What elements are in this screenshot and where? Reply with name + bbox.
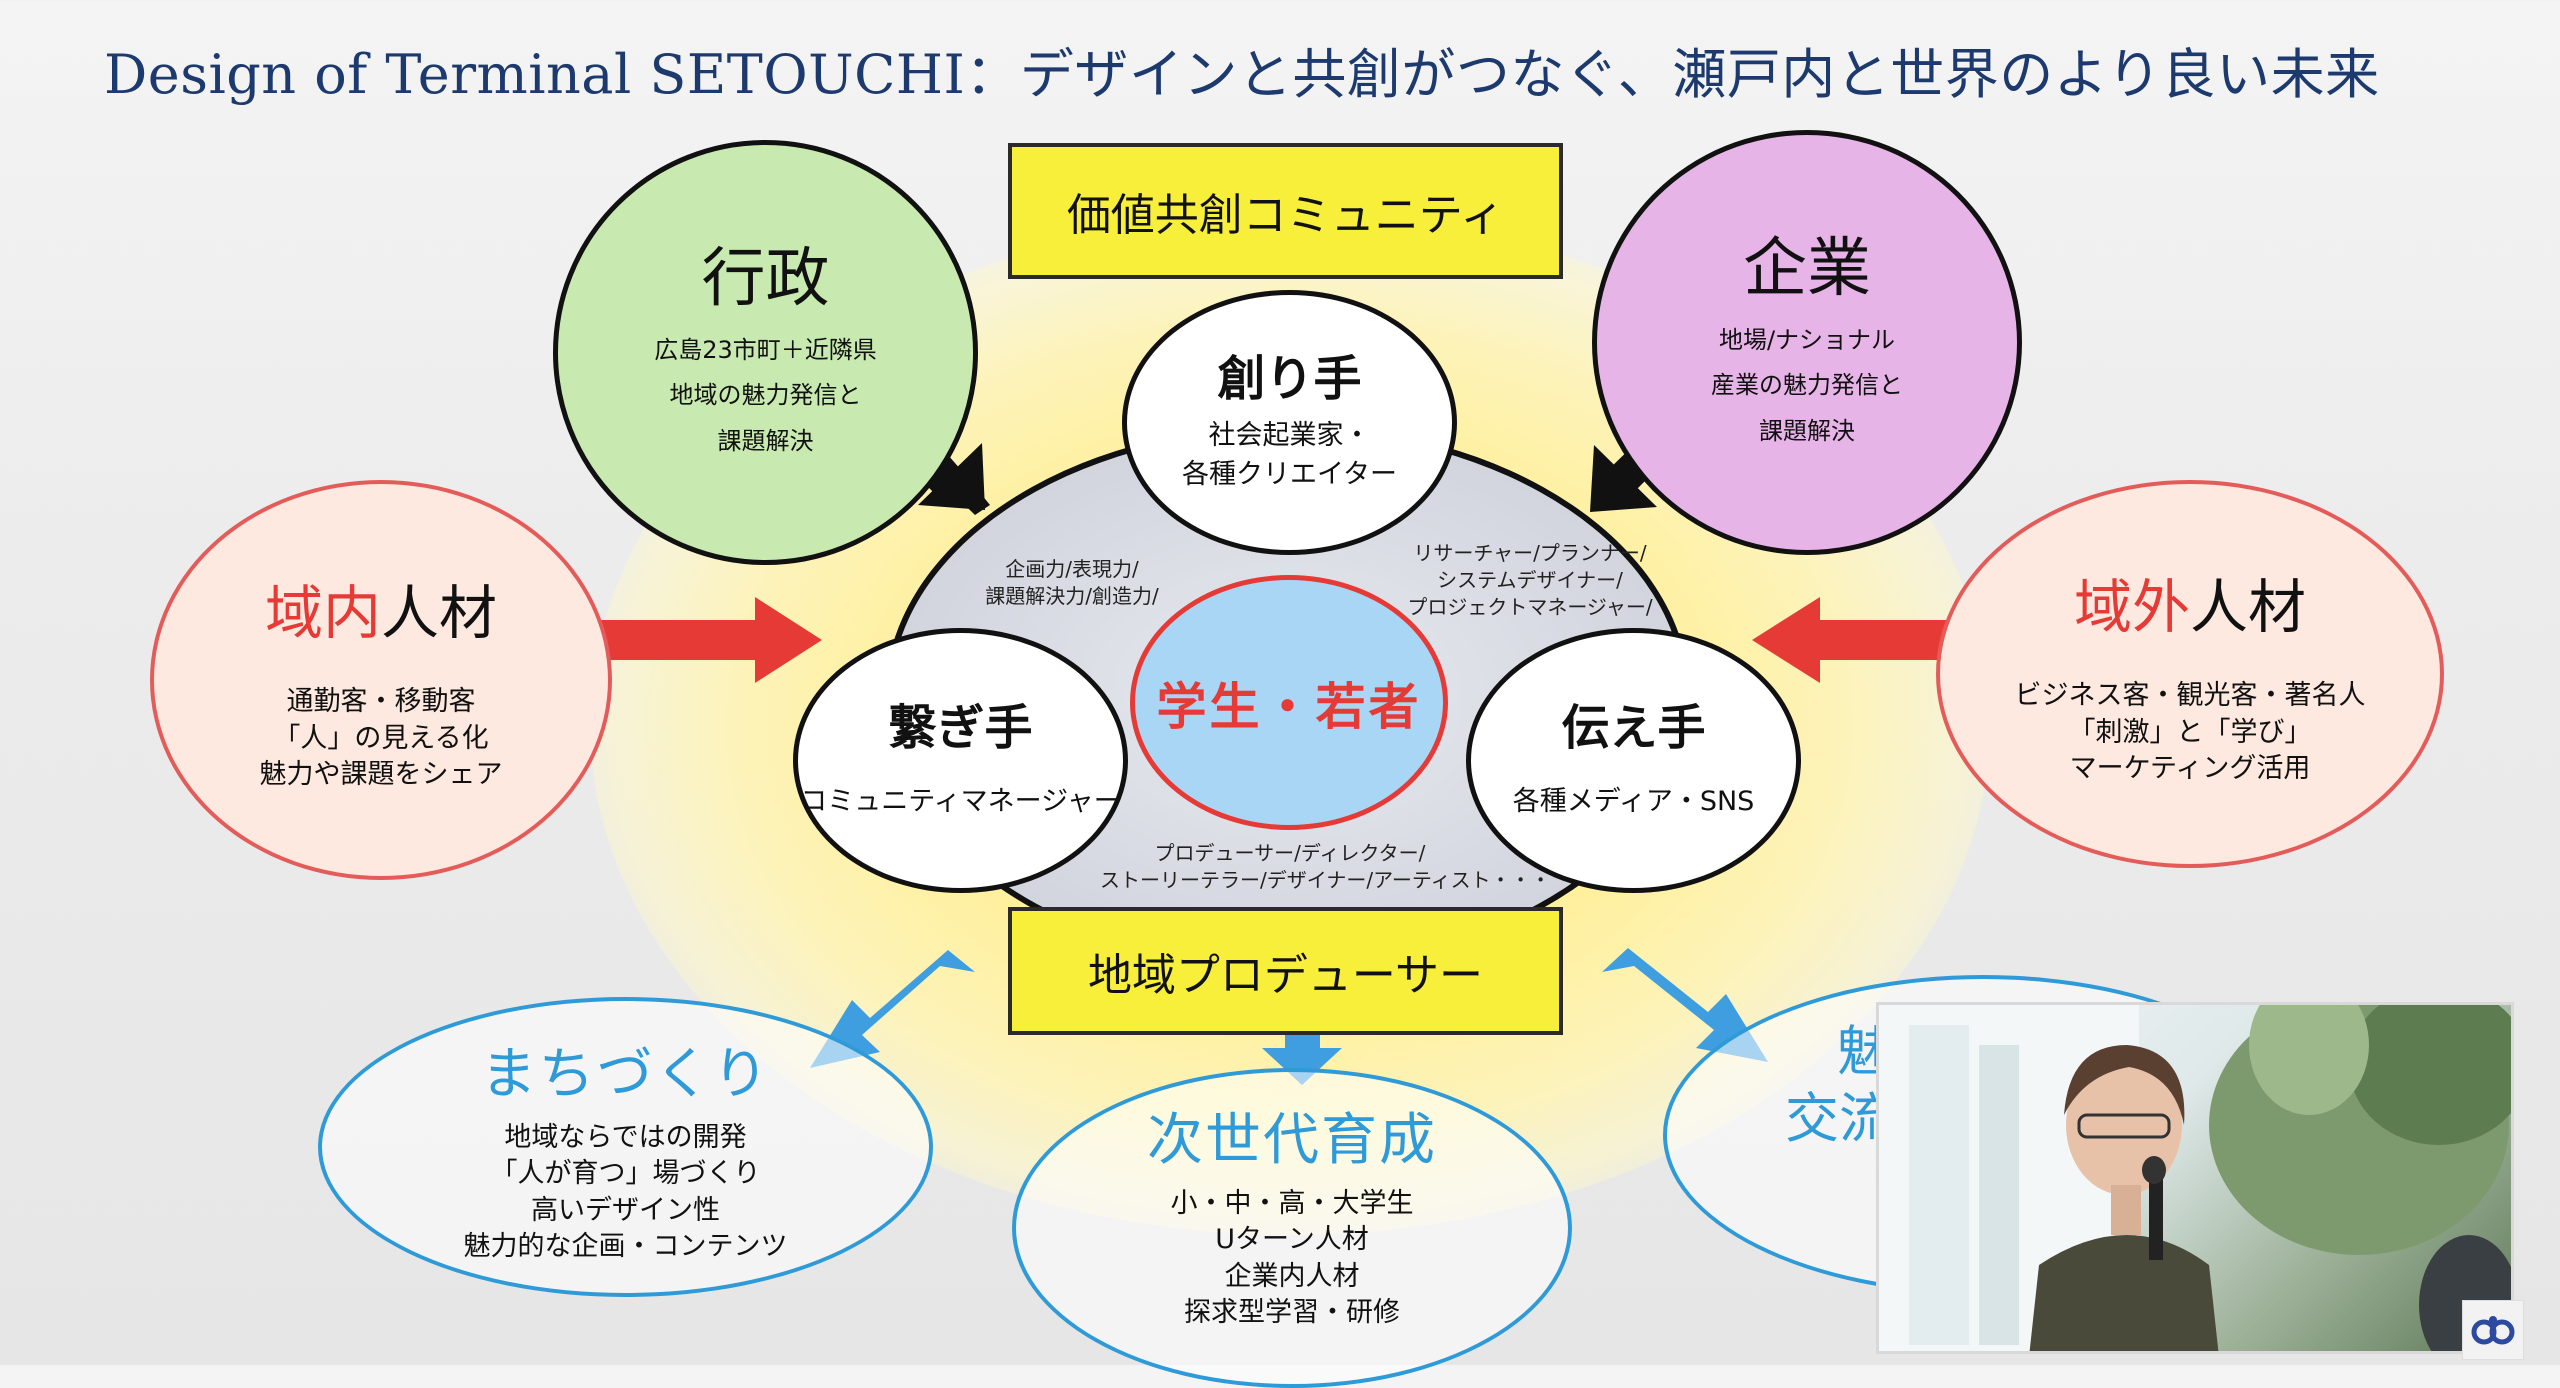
jisedai-line: Uターン人材	[1215, 1224, 1369, 1256]
center-label: 学生・若者	[1156, 677, 1422, 736]
ikinai-circle: 域内人材 通勤客・移動客 「人」の見える化 魅力や課題をシェア	[150, 480, 612, 880]
tsunagite-circle: 繋ぎ手 コミュニティマネージャー	[793, 628, 1128, 893]
jisedai-line: 探求型学習・研修	[1184, 1296, 1400, 1328]
skills-right-line: システムデザイナー/	[1437, 568, 1623, 592]
kigyo-title: 企業	[1743, 231, 1871, 306]
arrow-jisedai-icon	[1262, 1028, 1342, 1085]
skills-left-line: 課題解決力/創造力/	[985, 584, 1159, 608]
kigyo-line: 産業の魅力発信と	[1711, 371, 1903, 400]
arrow-right-icon	[1602, 948, 1768, 1062]
machizukuri-title: まちづくり	[480, 1041, 771, 1107]
arrow-ikigai-icon	[1752, 597, 2012, 683]
tsukurite-circle: 創り手 社会起業家・ 各種クリエイター	[1122, 290, 1457, 555]
speaker-webcam	[1876, 1002, 2514, 1354]
skills-bottom: プロデューサー/ディレクター/ ストーリーテラー/デザイナー/アーティスト・・・	[1100, 840, 1551, 894]
top-box: 価値共創コミュニティ	[1008, 143, 1563, 279]
jisedai-ellipse: 次世代育成 小・中・高・大学生 Uターン人材 企業内人材 探求型学習・研修	[1012, 1068, 1572, 1388]
tsukurite-title: 創り手	[1217, 350, 1362, 407]
arrow-ikinai-icon	[560, 597, 822, 683]
machizukuri-line: 魅力的な企画・コンテンツ	[463, 1230, 788, 1262]
watermark-logo	[2462, 1300, 2524, 1360]
skills-left: 企画力/表現力/ 課題解決力/創造力/	[972, 556, 1172, 610]
ikinai-line: 通勤客・移動客	[286, 686, 476, 718]
tsunagite-line: コミュニティマネージャー	[800, 785, 1121, 817]
ikinai-title-rest: 人材	[381, 579, 498, 648]
skills-right-line: プロジェクトマネージャー/	[1407, 595, 1653, 619]
ikinai-title-wrap: 域内人材	[265, 566, 497, 650]
tsutaete-line: 各種メディア・SNS	[1512, 785, 1755, 817]
bottom-box-label: 地域プロデューサー	[1087, 950, 1484, 1001]
kigyo-line: 課題解決	[1759, 416, 1855, 445]
arrow-kigyo-head-icon	[1590, 445, 1657, 512]
arrow-machizukuri-icon	[810, 950, 975, 1068]
machizukuri-line: 「人が育つ」場づくり	[490, 1158, 761, 1190]
gyosei-line: 地域の魅力発信と	[669, 381, 862, 410]
ikigai-title-wrap: 域外人材	[2074, 560, 2306, 644]
tsutaete-title: 伝え手	[1561, 700, 1706, 757]
gyosei-line: 課題解決	[717, 426, 814, 455]
gyosei-line: 広島23市町＋近隣県	[654, 335, 877, 364]
page-title: Design of Terminal SETOUCHI：デザインと共創がつなぐ、…	[104, 43, 2380, 106]
kigyo-line: 地場/ナショナル	[1718, 325, 1896, 354]
ikigai-line: ビジネス客・観光客・著名人	[2014, 680, 2366, 712]
ikigai-circle: 域外人材 ビジネス客・観光客・著名人 「刺激」と「学び」 マーケティング活用	[1936, 480, 2444, 868]
tsutaete-circle: 伝え手 各種メディア・SNS	[1466, 628, 1801, 893]
ikigai-line: 「刺激」と「学び」	[2068, 716, 2312, 748]
ikigai-title-accent: 域外	[2073, 573, 2190, 642]
skills-bottom-line: ストーリーテラー/デザイナー/アーティスト・・・	[1100, 868, 1551, 892]
skills-bottom-line: プロデューサー/ディレクター/	[1154, 841, 1426, 865]
machizukuri-line: 地域ならではの開発	[504, 1121, 747, 1153]
top-box-label: 価値共創コミュニティ	[1066, 190, 1505, 241]
machizukuri-ellipse: まちづくり 地域ならではの開発 「人が育つ」場づくり 高いデザイン性 魅力的な企…	[318, 997, 933, 1297]
bottom-box: 地域プロデューサー	[1008, 907, 1563, 1035]
ikigai-title-rest: 人材	[2190, 573, 2307, 642]
partial-right-title-2: 交流	[1785, 1087, 1893, 1150]
jisedai-line: 小・中・高・大学生	[1170, 1187, 1414, 1219]
kigyo-circle: 企業 地場/ナショナル 産業の魅力発信と 課題解決	[1592, 130, 2022, 555]
tsukurite-line: 社会起業家・	[1208, 420, 1371, 452]
skills-right: リサーチャー/プランナー/ システムデザイナー/ プロジェクトマネージャー/	[1400, 540, 1660, 621]
gyosei-title: 行政	[701, 241, 830, 316]
jisedai-line: 企業内人材	[1224, 1260, 1360, 1292]
ikinai-line: 魅力や課題をシェア	[259, 759, 503, 791]
tsunagite-title: 繋ぎ手	[888, 700, 1033, 757]
arrow-gyosei-head-icon	[918, 443, 985, 510]
machizukuri-line: 高いデザイン性	[531, 1194, 720, 1226]
speaker-video-frame	[1879, 1005, 2511, 1351]
ikigai-line: マーケティング活用	[2069, 753, 2311, 785]
ikinai-title-accent: 域内	[264, 579, 381, 648]
skills-right-line: リサーチャー/プランナー/	[1413, 541, 1647, 565]
jisedai-title: 次世代育成	[1147, 1107, 1437, 1173]
skills-left-line: 企画力/表現力/	[1005, 557, 1139, 581]
logo-icon	[2471, 1316, 2515, 1345]
gyosei-circle: 行政 広島23市町＋近隣県 地域の魅力発信と 課題解決	[553, 140, 978, 565]
ikinai-line: 「人」の見える化	[273, 722, 489, 754]
center-circle: 学生・若者	[1130, 575, 1448, 830]
tsukurite-line: 各種クリエイター	[1182, 459, 1397, 491]
